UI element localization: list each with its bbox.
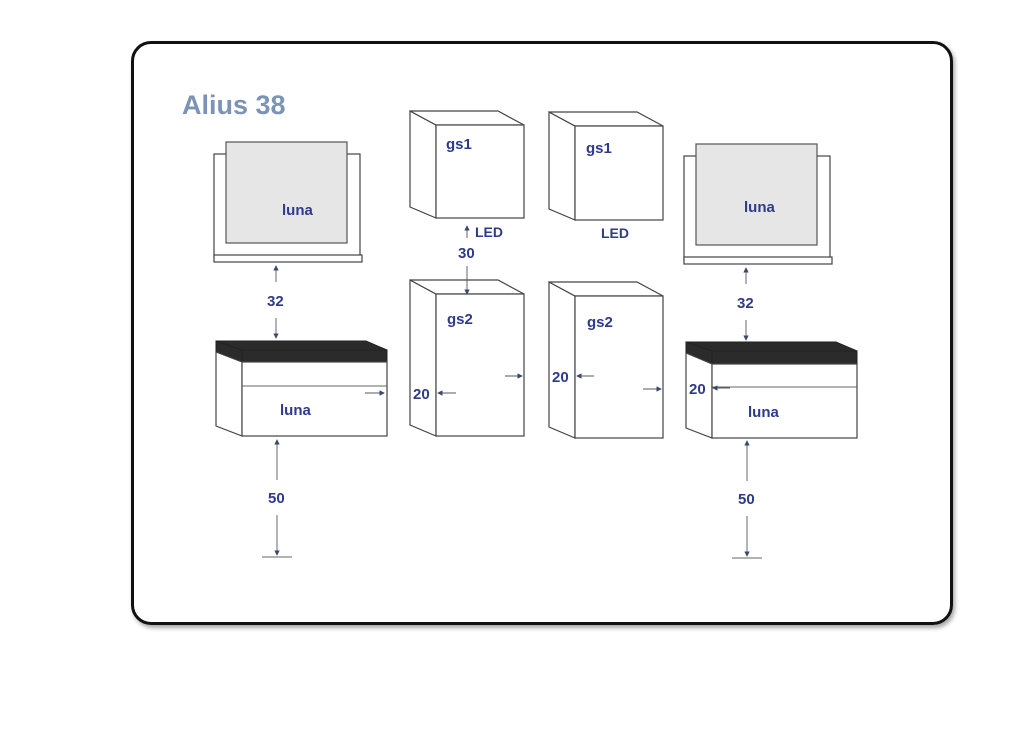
gs1-left-led-label: LED (475, 224, 503, 240)
gs2-left-label: gs2 (447, 311, 473, 328)
gs1-right-led-label: LED (601, 225, 629, 241)
right-mirror: luna (683, 143, 833, 265)
dim-50-left: 50 (262, 439, 292, 558)
left-base-cabinet: luna (215, 340, 388, 437)
gs1-left-cabinet: gs1 LED (409, 109, 525, 240)
gs2-right-cabinet: gs2 (548, 280, 664, 439)
dim-32-right: 32 (737, 267, 754, 341)
dim-50-right: 50 (732, 440, 762, 559)
dim-30: 30 (458, 225, 475, 295)
gs1-left-label: gs1 (446, 136, 472, 153)
svg-text:50: 50 (268, 490, 285, 507)
gs2-right-label: gs2 (587, 314, 613, 331)
diagram-title: Alius 38 (182, 90, 286, 120)
svg-text:32: 32 (737, 295, 754, 312)
svg-text:32: 32 (267, 293, 284, 310)
right-mirror-label: luna (744, 199, 775, 216)
right-base-label: luna (748, 404, 779, 421)
svg-text:20: 20 (689, 381, 706, 398)
gs2-left-cabinet: gs2 (409, 278, 525, 437)
dim-32-left: 32 (267, 265, 284, 339)
dim-20-gs2-right: 20 (552, 369, 662, 392)
svg-text:20: 20 (413, 386, 430, 403)
left-mirror-label: luna (282, 202, 313, 219)
gs1-right-label: gs1 (586, 140, 612, 157)
dim-20-right-base: 20 (689, 381, 730, 398)
svg-text:20: 20 (552, 369, 569, 386)
dim-20-gs2-left: 20 (413, 373, 523, 403)
gs1-right-cabinet: gs1 LED (548, 110, 664, 241)
diagram-frame (131, 41, 953, 625)
left-base-label: luna (280, 402, 311, 419)
right-base-cabinet: luna (685, 341, 858, 439)
left-mirror: luna (213, 141, 363, 263)
svg-text:50: 50 (738, 491, 755, 508)
svg-text:30: 30 (458, 245, 475, 262)
